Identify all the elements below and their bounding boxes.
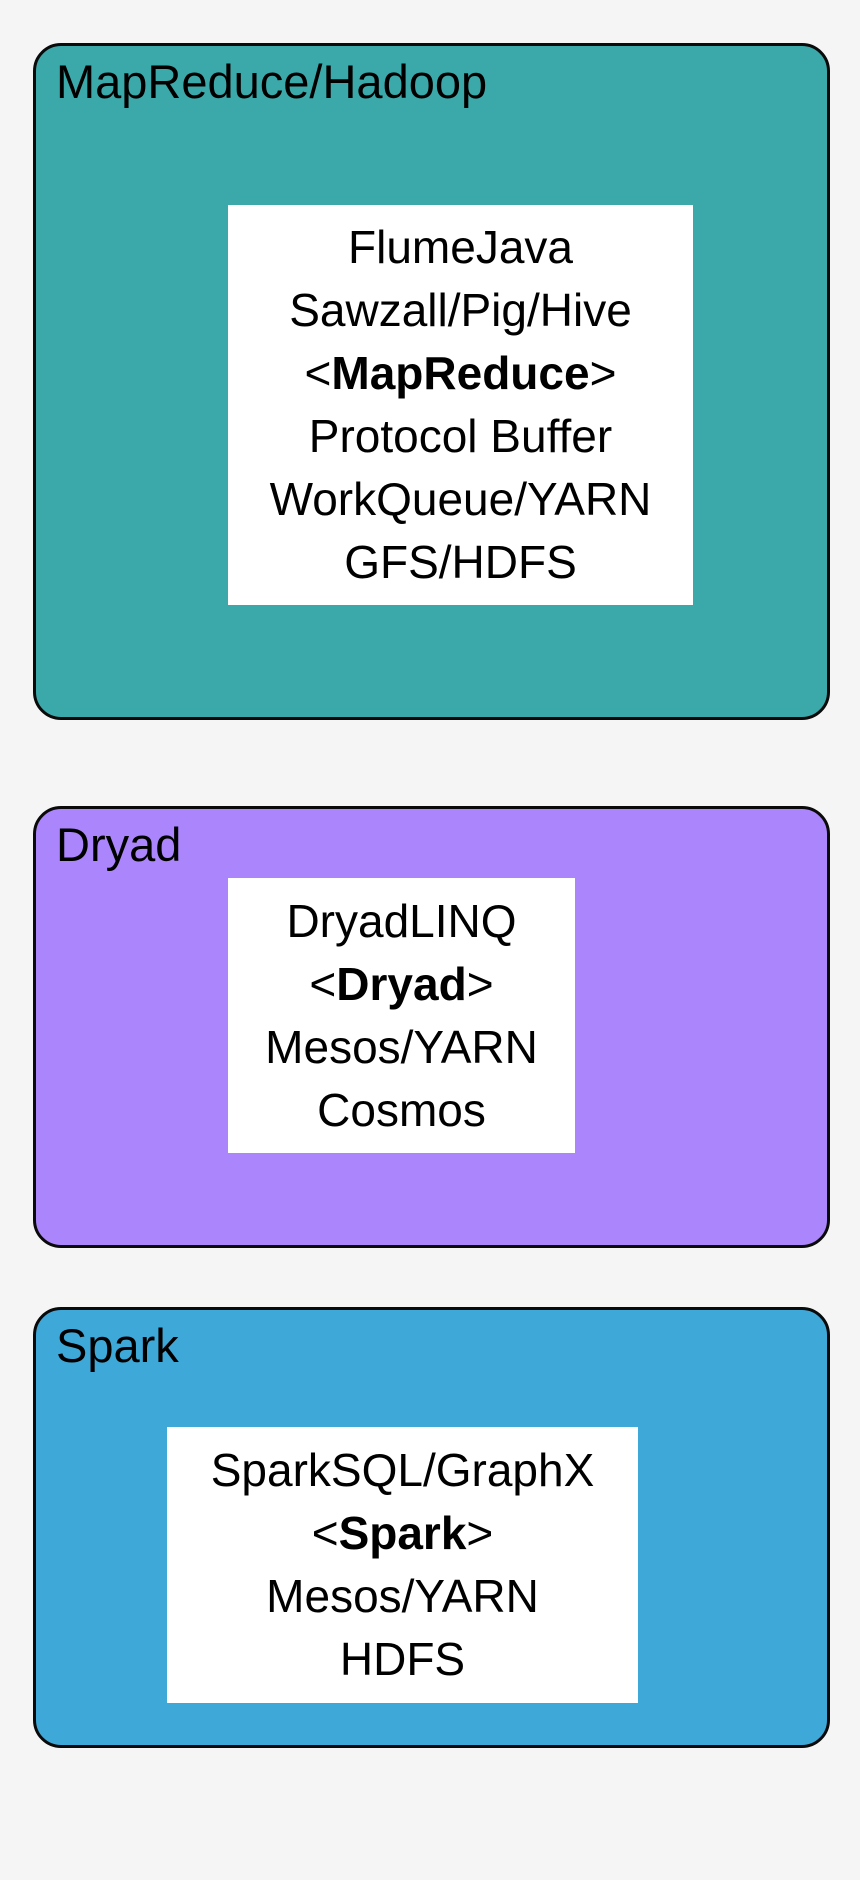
stack-box-spark: SparkSQL/GraphX <Spark> Mesos/YARN HDFS xyxy=(167,1427,638,1703)
panel-title-dryad: Dryad xyxy=(56,818,182,871)
stack-line: Cosmos xyxy=(317,1083,486,1136)
stack-line: FlumeJava xyxy=(348,221,573,273)
panel-title-mapreduce-hadoop: MapReduce/Hadoop xyxy=(56,55,488,108)
stack-line: GFS/HDFS xyxy=(344,536,577,588)
stack-line: Mesos/YARN xyxy=(266,1570,539,1622)
stack-line: Sawzall/Pig/Hive xyxy=(289,284,632,336)
stack-box-dryad: DryadLINQ <Dryad> Mesos/YARN Cosmos xyxy=(228,878,575,1153)
stack-line: <Dryad> xyxy=(309,957,494,1010)
stack-line: <MapReduce> xyxy=(304,347,617,399)
stack-line: DryadLINQ xyxy=(286,894,517,947)
stack-line: <Spark> xyxy=(311,1507,494,1559)
panel-title-spark: Spark xyxy=(56,1319,179,1372)
panel-spark: Spark SparkSQL/GraphX <Spark> Mesos/YARN HD… xyxy=(33,1307,830,1748)
stack-line: Mesos/YARN xyxy=(265,1020,538,1073)
panel-dryad: Dryad DryadLINQ <Dryad> Mesos/YARN Cosmos xyxy=(33,806,830,1248)
stack-line: WorkQueue/YARN xyxy=(269,473,652,525)
stack-line: SparkSQL/GraphX xyxy=(210,1444,595,1496)
stack-line: HDFS xyxy=(339,1633,466,1685)
stack-line: Protocol Buffer xyxy=(308,410,613,462)
